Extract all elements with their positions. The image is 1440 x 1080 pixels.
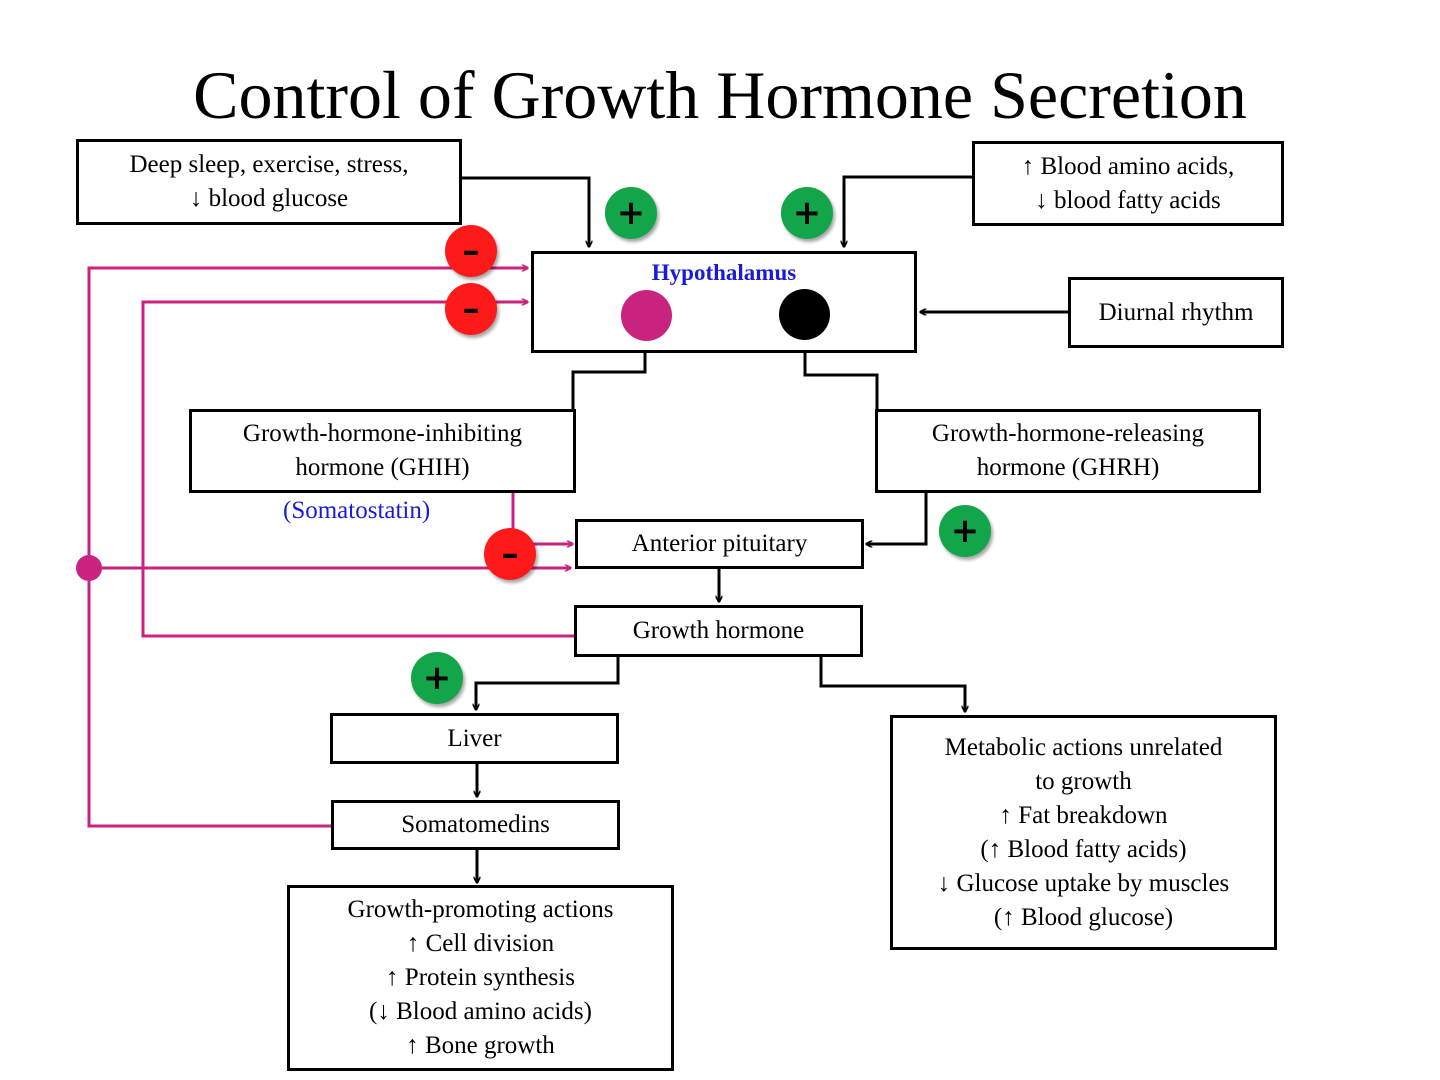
diurnal-rhythm-box: Diurnal rhythm <box>1068 277 1284 348</box>
feedback-somatomedins-loop <box>87 268 528 828</box>
growth-actions-line-1: Growth-promoting actions <box>347 896 614 923</box>
anterior-pituitary-label: Anterior pituitary <box>631 530 808 557</box>
anterior-pituitary-box: Anterior pituitary <box>575 519 864 569</box>
diagram-title: Control of Growth Hormone Secretion <box>193 57 1247 133</box>
growth-actions-line-4: (↓ Blood amino acids) <box>369 998 592 1025</box>
arrow-blood-factors-to-hypothalamus <box>844 175 972 247</box>
somatostatin-label: (Somatostatin) <box>283 497 431 524</box>
ghih-line-2: hormone (GHIH) <box>295 454 470 481</box>
ghih-line-1: Growth-hormone-inhibiting <box>242 420 523 447</box>
line-hypothalamus-to-ghih <box>571 340 647 409</box>
feedback-growth-hormone-to-hypothalamus <box>141 302 575 638</box>
arrow-stimuli-to-hypothalamus <box>462 176 589 247</box>
metabolic-actions-line-2: to growth <box>1035 767 1132 795</box>
growth-actions-line-3: ↑ Protein synthesis <box>386 964 575 991</box>
ghrh-line-2: hormone (GHRH) <box>976 454 1160 481</box>
diurnal-rhythm-label: Diurnal rhythm <box>1098 298 1254 326</box>
stimuli-line-1: Deep sleep, exercise, stress, <box>129 151 409 178</box>
growth-actions-line-5: ↑ Bone growth <box>406 1032 555 1059</box>
ghrh-line-1: Growth-hormone-releasing <box>931 420 1205 447</box>
plus-sign-blood-factors: + <box>781 187 833 239</box>
growth-actions-box: Growth-promoting actions ↑ Cell division… <box>287 885 674 1071</box>
stimuli-line-2: ↓ blood glucose <box>189 185 349 212</box>
growth-hormone-box: Growth hormone <box>574 605 863 657</box>
liver-box: Liver <box>330 713 619 764</box>
metabolic-actions-line-1: Metabolic actions unrelated <box>944 733 1223 761</box>
ghih-box: Growth-hormone-inhibiting hormone (GHIH) <box>189 409 576 493</box>
minus-sign-gh-feedback: – <box>445 283 497 335</box>
blood-factors-box: ↑ Blood amino acids, ↓ blood fatty acids <box>972 141 1284 226</box>
growth-actions-line-2: ↑ Cell division <box>406 930 555 957</box>
plus-sign-stimuli: + <box>605 187 657 239</box>
growth-hormone-label: Growth hormone <box>632 617 805 644</box>
metabolic-actions-line-6: (↑ Blood glucose) <box>993 903 1174 931</box>
minus-sign-ghih: – <box>484 528 536 580</box>
metabolic-actions-line-3: ↑ Fat breakdown <box>999 801 1168 829</box>
line-hypothalamus-to-ghrh <box>803 340 879 409</box>
metabolic-actions-box: Metabolic actions unrelated to growth ↑ … <box>890 715 1277 950</box>
blood-factors-line-1: ↑ Blood amino acids, <box>1021 152 1235 180</box>
ghrh-box: Growth-hormone-releasing hormone (GHRH) <box>875 409 1261 493</box>
hypothalamus-label: Hypothalamus <box>651 260 797 285</box>
somatomedins-box: Somatomedins <box>331 800 620 850</box>
plus-sign-ghrh: + <box>939 505 991 557</box>
ghih-neuron-dot <box>621 290 672 341</box>
arrow-ghrh-to-pituitary <box>866 492 928 544</box>
arrow-growth-hormone-to-metabolic <box>819 656 965 712</box>
metabolic-actions-line-4: (↑ Blood fatty acids) <box>980 835 1187 863</box>
feedback-junction-dot <box>76 555 102 581</box>
hypothalamus-box: Hypothalamus <box>531 251 917 353</box>
arrow-growth-hormone-to-liver <box>476 656 620 710</box>
plus-sign-liver: + <box>411 652 463 704</box>
liver-label: Liver <box>447 724 502 752</box>
blood-factors-line-2: ↓ blood fatty acids <box>1035 186 1221 214</box>
ghrh-neuron-dot <box>779 289 830 340</box>
somatomedins-label: Somatomedins <box>401 811 550 838</box>
stimuli-box: Deep sleep, exercise, stress, ↓ blood gl… <box>76 139 462 225</box>
minus-sign-somatomedin-feedback: – <box>445 225 497 277</box>
metabolic-actions-line-5: ↓ Glucose uptake by muscles <box>937 869 1230 897</box>
